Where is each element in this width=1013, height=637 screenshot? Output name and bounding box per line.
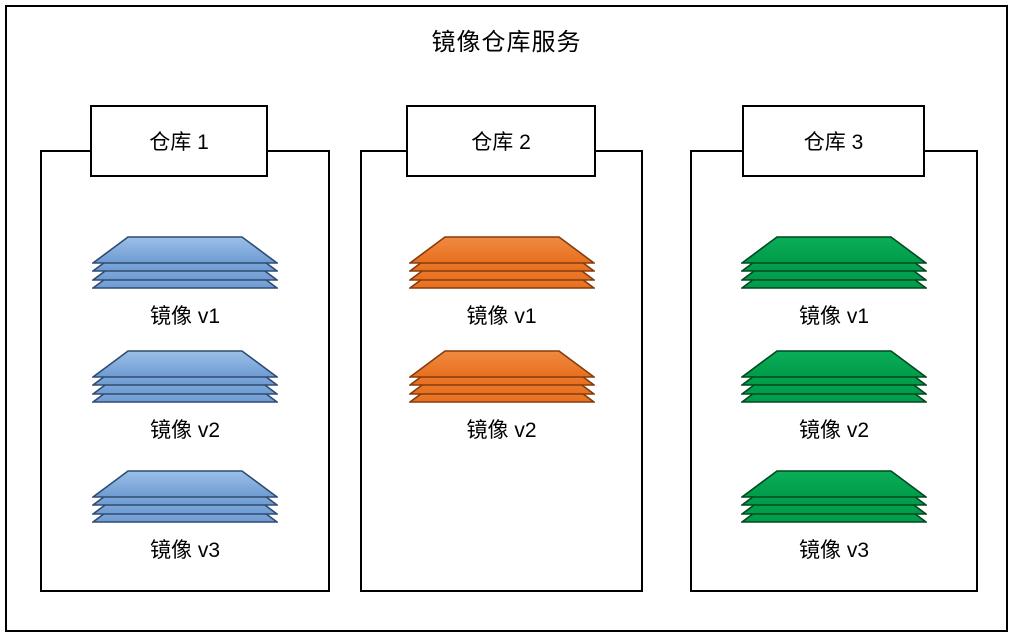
image-version-label: 镜像 v2 (798, 419, 869, 442)
image-entry[interactable]: 镜像 v1 (690, 236, 978, 330)
image-version-label: 镜像 v3 (798, 539, 869, 562)
image-layer (741, 350, 927, 380)
repository-border (690, 150, 742, 152)
image-entry[interactable]: 镜像 v1 (360, 236, 643, 330)
image-layer-shape (92, 470, 278, 498)
image-entry[interactable]: 镜像 v3 (690, 470, 978, 564)
image-version-label: 镜像 v1 (149, 305, 220, 328)
image-layer-shape (92, 236, 278, 264)
image-layer-shape (408, 350, 595, 378)
image-layer (92, 236, 278, 266)
image-version-label: 镜像 v3 (149, 539, 220, 562)
repository-label-3[interactable]: 仓库 3 (742, 105, 925, 177)
image-stack[interactable] (408, 350, 595, 406)
image-entry[interactable]: 镜像 v3 (40, 470, 330, 564)
image-stack[interactable] (408, 236, 595, 292)
image-stack[interactable] (741, 236, 927, 292)
repository-group-2[interactable]: 镜像 v1 (360, 150, 643, 592)
image-layer-shape (741, 350, 927, 378)
repository-group-3[interactable]: 镜像 v1 (690, 150, 978, 592)
repository-border (690, 150, 692, 592)
image-layer (92, 470, 278, 500)
image-layer-shape (741, 236, 927, 264)
repository-label-1[interactable]: 仓库 1 (90, 105, 268, 177)
image-entry[interactable]: 镜像 v1 (40, 236, 330, 330)
repository-border (40, 150, 90, 152)
image-layer (741, 236, 927, 266)
image-version-label: 镜像 v1 (466, 305, 537, 328)
repository-border (268, 150, 330, 152)
repository-border (641, 150, 643, 592)
image-version-label: 镜像 v1 (798, 305, 869, 328)
diagram-title: 镜像仓库服务 (431, 29, 582, 56)
image-stack[interactable] (92, 350, 278, 406)
image-entry[interactable]: 镜像 v2 (40, 350, 330, 444)
image-stack[interactable] (741, 470, 927, 526)
image-version-label: 镜像 v2 (466, 419, 537, 442)
image-layer (92, 350, 278, 380)
repository-border (360, 150, 362, 592)
repository-border (328, 150, 330, 592)
image-layer (741, 470, 927, 500)
image-stack[interactable] (741, 350, 927, 406)
repository-label-2[interactable]: 仓库 2 (406, 105, 596, 177)
image-stack[interactable] (92, 470, 278, 526)
repository-border (596, 150, 643, 152)
repository-border (360, 590, 643, 592)
repository-border (40, 150, 42, 592)
repository-border (40, 590, 330, 592)
image-layer (408, 350, 595, 380)
image-entry[interactable]: 镜像 v2 (360, 350, 643, 444)
repository-border (925, 150, 978, 152)
image-entry[interactable]: 镜像 v2 (690, 350, 978, 444)
repository-border (976, 150, 978, 592)
image-layer-shape (741, 470, 927, 498)
image-layer-shape (408, 236, 595, 264)
repository-border (690, 590, 978, 592)
repository-group-1[interactable]: 镜像 v1 (40, 150, 330, 592)
image-layer (408, 236, 595, 266)
image-version-label: 镜像 v2 (149, 419, 220, 442)
image-stack[interactable] (92, 236, 278, 292)
image-layer-shape (92, 350, 278, 378)
repository-border (360, 150, 406, 152)
